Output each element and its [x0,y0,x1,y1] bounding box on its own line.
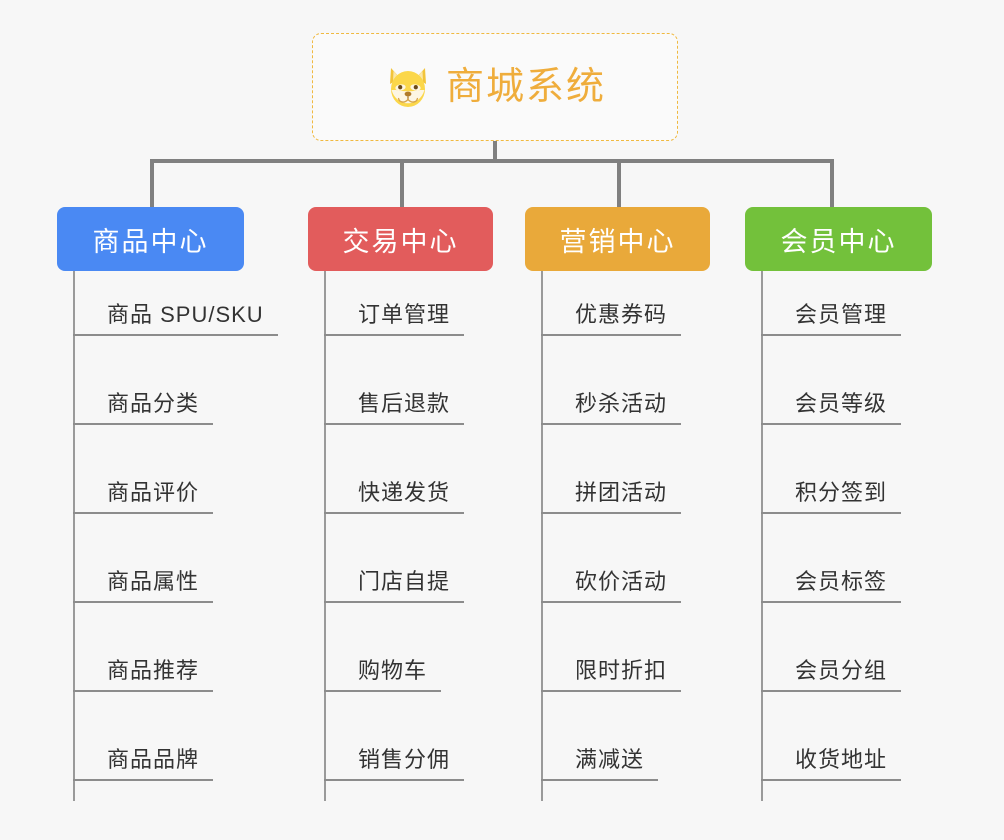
leaf-item-rule: 会员管理 [761,300,902,336]
leaf-item-label: 会员等级 [795,391,888,416]
leaf-item-label: 快递发货 [358,480,451,505]
leaf-item-label: 优惠券码 [575,302,668,327]
branch-spine-3 [761,271,763,801]
leaf-item[interactable]: 快递发货 [324,480,465,514]
branch-1: 交易中心 [308,207,493,271]
leaf-item[interactable]: 商品品牌 [73,747,214,781]
leaf-item[interactable]: 限时折扣 [541,658,682,692]
leaf-item-rule: 订单管理 [324,300,465,336]
branch-header-label: 会员中心 [780,226,897,257]
leaf-item-rule: 商品评价 [73,478,214,514]
leaf-item[interactable]: 购物车 [324,658,442,692]
leaf-item-label: 积分签到 [795,480,888,505]
leaf-item-rule: 拼团活动 [541,478,682,514]
leaf-item-rule: 砍价活动 [541,567,682,603]
branch-3: 会员中心 [745,207,932,271]
leaf-item[interactable]: 商品评价 [73,480,214,514]
leaf-item-rule: 销售分佣 [324,745,465,781]
leaf-item[interactable]: 商品推荐 [73,658,214,692]
leaf-item-rule: 会员标签 [761,567,902,603]
leaf-item-rule: 秒杀活动 [541,389,682,425]
leaf-item[interactable]: 会员分组 [761,658,902,692]
leaf-item[interactable]: 订单管理 [324,302,465,336]
branch-header-3[interactable]: 会员中心 [745,207,932,271]
leaf-item-label: 售后退款 [358,391,451,416]
leaf-item-label: 限时折扣 [575,658,668,683]
connector-drop-1 [400,159,404,207]
leaf-item-label: 会员管理 [795,302,888,327]
leaf-item[interactable]: 会员管理 [761,302,902,336]
leaf-item-label: 秒杀活动 [575,391,668,416]
leaf-item[interactable]: 砍价活动 [541,569,682,603]
leaf-item-label: 商品推荐 [107,658,200,683]
leaf-item[interactable]: 门店自提 [324,569,465,603]
leaf-item-label: 拼团活动 [575,480,668,505]
leaf-item[interactable]: 秒杀活动 [541,391,682,425]
leaf-item[interactable]: 收货地址 [761,747,902,781]
branch-0: 商品中心 [57,207,244,271]
leaf-item-rule: 会员等级 [761,389,902,425]
branch-header-label: 商品中心 [92,226,209,257]
leaf-item-rule: 积分签到 [761,478,902,514]
leaf-item-label: 砍价活动 [575,569,668,594]
leaf-item-rule: 购物车 [324,656,442,692]
leaf-item-label: 商品属性 [107,569,200,594]
branch-2: 营销中心 [525,207,710,271]
leaf-item-label: 订单管理 [358,302,451,327]
leaf-item[interactable]: 拼团活动 [541,480,682,514]
leaf-item-rule: 售后退款 [324,389,465,425]
leaf-item-label: 销售分佣 [358,747,451,772]
leaf-item[interactable]: 商品分类 [73,391,214,425]
branch-header-label: 营销中心 [559,226,676,257]
leaf-item[interactable]: 商品属性 [73,569,214,603]
leaf-item[interactable]: 会员标签 [761,569,902,603]
leaf-item-label: 会员标签 [795,569,888,594]
leaf-item-label: 商品评价 [107,480,200,505]
branch-header-1[interactable]: 交易中心 [308,207,493,271]
leaf-item-rule: 收货地址 [761,745,902,781]
root-node[interactable]: 商城系统 [312,33,678,141]
leaf-item-label: 商品品牌 [107,747,200,772]
leaf-item-rule: 门店自提 [324,567,465,603]
branch-spine-0 [73,271,75,801]
leaf-item[interactable]: 积分签到 [761,480,902,514]
leaf-item-rule: 商品 SPU/SKU [73,300,278,336]
connector-root-stem [493,141,497,163]
leaf-item[interactable]: 优惠券码 [541,302,682,336]
connector-horizontal-bar [150,159,834,163]
branch-header-2[interactable]: 营销中心 [525,207,710,271]
leaf-item-rule: 商品属性 [73,567,214,603]
connector-drop-2 [617,159,621,207]
leaf-item-rule: 商品推荐 [73,656,214,692]
leaf-item[interactable]: 会员等级 [761,391,902,425]
leaf-item-label: 商品分类 [107,391,200,416]
leaf-item-rule: 优惠券码 [541,300,682,336]
leaf-item-label: 收货地址 [795,747,888,772]
leaf-item-rule: 快递发货 [324,478,465,514]
leaf-item-label: 购物车 [358,658,428,683]
leaf-item-label: 满减送 [575,747,645,772]
branch-spine-2 [541,271,543,801]
leaf-item-rule: 限时折扣 [541,656,682,692]
branch-header-0[interactable]: 商品中心 [57,207,244,271]
root-title: 商城系统 [445,66,606,108]
branch-header-label: 交易中心 [342,226,459,257]
leaf-item[interactable]: 售后退款 [324,391,465,425]
leaf-item-rule: 会员分组 [761,656,902,692]
leaf-item-rule: 满减送 [541,745,659,781]
leaf-item-label: 门店自提 [358,569,451,594]
leaf-item-label: 商品 SPU/SKU [107,302,264,327]
leaf-item-rule: 商品分类 [73,389,214,425]
leaf-item[interactable]: 销售分佣 [324,747,465,781]
leaf-item-rule: 商品品牌 [73,745,214,781]
connector-drop-0 [150,159,154,207]
leaf-item[interactable]: 满减送 [541,747,659,781]
leaf-item-label: 会员分组 [795,658,888,683]
shiba-dog-face-icon [384,64,432,110]
branch-spine-1 [324,271,326,801]
connector-drop-3 [830,159,834,207]
leaf-item[interactable]: 商品 SPU/SKU [73,302,278,336]
